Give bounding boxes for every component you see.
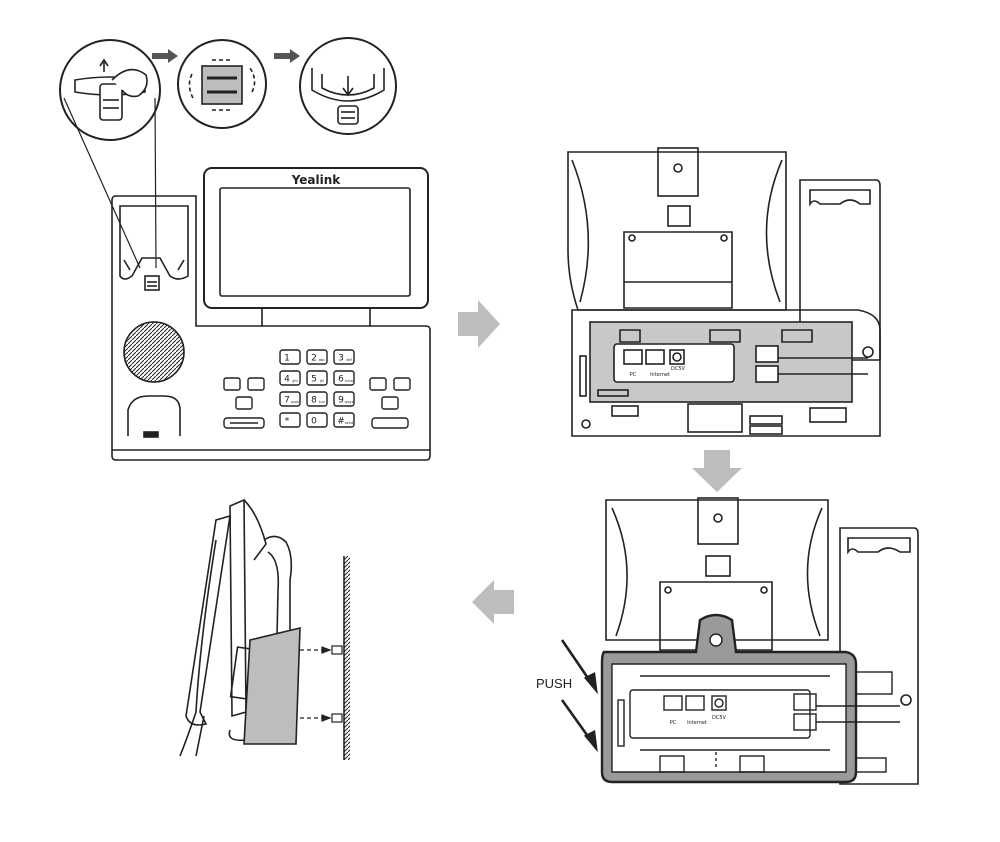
hook-reversal-detail — [59, 37, 397, 269]
keypad-key-letters: jkl — [319, 379, 324, 383]
port-labels-bracket: PC Internet DC5V — [670, 715, 727, 726]
screw-icon — [331, 713, 343, 723]
keypad-key-digit: 4 — [284, 375, 290, 385]
arrow-right-icon — [152, 49, 178, 63]
keypad-key-letters: pqrs — [291, 400, 299, 404]
step-arrows — [458, 300, 742, 624]
keypad-key-letters: mno — [345, 379, 353, 383]
keypad-key-digit: * — [285, 417, 290, 427]
phone-back-view — [567, 147, 881, 437]
keypad-key-digit: 3 — [338, 354, 344, 364]
keypad-key-digit: 1 — [284, 354, 290, 364]
keypad-key-digit: 8 — [311, 396, 317, 406]
detail-circle-2 — [177, 39, 267, 129]
keypad-key: #send — [333, 412, 355, 428]
svg-text:DC5V: DC5V — [712, 715, 727, 721]
keypad-key-digit: 9 — [338, 396, 344, 406]
keypad-key-letters: wxyz — [345, 400, 354, 404]
detail-circle-3 — [299, 37, 397, 135]
keypad-key-digit: 6 — [338, 375, 344, 385]
arrow-right-icon — [458, 300, 500, 348]
keypad-key-letters: abc — [319, 358, 325, 362]
keypad-key-digit: 2 — [311, 354, 317, 364]
detail-circle-1 — [59, 39, 161, 141]
keypad-key-letters: def — [346, 358, 352, 362]
phone-front-view — [111, 167, 431, 461]
display-housing — [203, 167, 429, 309]
phone-side-view-mounted — [179, 498, 301, 757]
svg-text:Internet: Internet — [687, 720, 707, 726]
screw-icon — [331, 645, 343, 655]
keypad-key: * — [279, 412, 301, 428]
svg-text:DC5V: DC5V — [671, 366, 686, 372]
screw-arrows — [300, 645, 343, 723]
arrow-left-icon — [472, 580, 514, 624]
sequence-arrows-top — [152, 49, 300, 63]
phone-back-with-bracket — [605, 497, 919, 785]
keypad-key: 0 — [306, 412, 328, 428]
arrow-down-icon — [692, 450, 742, 492]
svg-text:PC: PC — [670, 720, 677, 726]
port-labels-back: PC Internet DC5V — [630, 366, 686, 378]
push-label: PUSH — [536, 676, 572, 691]
keypad-key-letters: tuv — [319, 400, 325, 404]
keypad-key-digit: 7 — [284, 396, 290, 406]
svg-text:PC: PC — [630, 372, 637, 378]
keypad-key-letters: send — [345, 421, 353, 425]
wall — [343, 556, 350, 760]
wall-mount-bracket — [600, 613, 858, 784]
keypad-key: 1 — [279, 349, 301, 365]
arrow-right-icon — [274, 49, 300, 63]
display-screen — [219, 187, 411, 297]
keypad-key-digit: # — [337, 417, 345, 427]
bracket-inner-detail — [617, 671, 900, 773]
svg-text:Internet: Internet — [650, 372, 670, 378]
keypad-key-digit: 5 — [311, 375, 317, 385]
push-arrows — [560, 639, 598, 753]
keypad-key-letters: ghi — [292, 379, 297, 383]
keypad-key-digit: 0 — [311, 417, 317, 427]
brand-logo: Yealink — [291, 173, 342, 187]
